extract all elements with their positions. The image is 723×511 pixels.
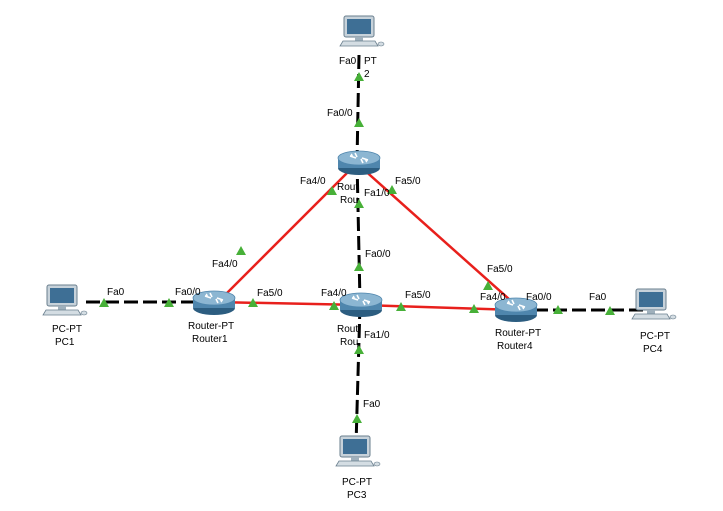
link-up-indicator: [354, 345, 364, 354]
link-up-indicator: [354, 72, 364, 81]
port-label-router3-fa1-0: Fa1/0: [364, 330, 390, 341]
port-label-router4-fa5-0: Fa5/0: [487, 264, 513, 275]
pc2[interactable]: PT 2: [339, 15, 385, 80]
port-label-router3-fa0-0: Fa0/0: [365, 249, 391, 260]
link-up-indicator: [354, 262, 364, 271]
link-router1-router3[interactable]: [213, 300, 363, 307]
port-label-router3-fa5-0: Fa5/0: [405, 290, 431, 301]
link-up-indicator: [483, 281, 493, 290]
port-label-router4-fa4-0: Fa4/0: [480, 292, 506, 303]
port-label-router4-fa0-0: Fa0/0: [526, 292, 552, 303]
pc3-name-label: PC3: [347, 490, 367, 501]
link-router3-router4[interactable]: [361, 303, 516, 312]
port-label-pc3-fa0: Fa0: [363, 399, 381, 410]
pc3-model-label: PC-PT: [342, 477, 372, 488]
pc4-name-label: PC4: [643, 344, 663, 355]
link-up-indicator: [329, 301, 339, 310]
pc4[interactable]: PC-PT PC4: [631, 288, 677, 355]
pc1-name-label: PC1: [55, 337, 75, 348]
router-icon: [337, 150, 381, 176]
router3-model-label: Rout: [337, 324, 358, 335]
pc-icon: [631, 288, 677, 320]
router3-name-label: Rou: [340, 337, 358, 348]
pc1-model-label: PC-PT: [52, 324, 82, 335]
links-layer: [86, 54, 644, 446]
pc2-name-label: 2: [364, 69, 370, 80]
port-labels-layer: Fa0 Fa0/0 Fa5/0 Fa4/0 Fa4/0 Fa4/0 Fa1/0 …: [107, 56, 607, 410]
link-up-indicator: [327, 186, 337, 195]
link-up-indicator: [469, 304, 479, 313]
router3[interactable]: Rout Rou: [337, 292, 383, 348]
link-up-indicator: [387, 185, 397, 194]
router2-name-label: Rou: [340, 195, 358, 206]
router4-model-label: Router-PT: [495, 328, 541, 339]
link-up-indicator: [354, 199, 364, 208]
pc-icon: [335, 435, 381, 467]
port-label-router1-fa0-0: Fa0/0: [175, 287, 201, 298]
router4[interactable]: Router-PT Router4: [494, 297, 541, 352]
router2[interactable]: Rout Rou: [337, 150, 381, 206]
router1-name-label: Router1: [192, 334, 228, 345]
router2-model-label: Rout: [337, 182, 358, 193]
pc-icon: [42, 284, 88, 316]
port-label-router2-fa1-0: Fa1/0: [364, 188, 390, 199]
pc3[interactable]: PC-PT PC3: [335, 435, 381, 501]
port-label-router1-fa4-0: Fa4/0: [212, 259, 238, 270]
link-up-indicator: [164, 298, 174, 307]
link-up-indicator: [236, 246, 246, 255]
port-label-router3-fa4-0: Fa4/0: [321, 288, 347, 299]
port-label-router2-fa5-0: Fa5/0: [395, 176, 421, 187]
pc2-model-label: PT: [364, 56, 377, 67]
port-label-router2-fa0-0: Fa0/0: [327, 108, 353, 119]
router1-model-label: Router-PT: [188, 321, 234, 332]
link-router2-router4[interactable]: [361, 167, 511, 301]
port-label-router1-fa5-0: Fa5/0: [257, 288, 283, 299]
pc1[interactable]: PC-PT PC1: [42, 284, 88, 348]
link-up-indicator: [352, 414, 362, 423]
link-router1-router2[interactable]: [223, 167, 353, 297]
link-up-indicator: [605, 306, 615, 315]
link-up-indicator: [99, 298, 109, 307]
link-pc2-router2[interactable]: [355, 54, 361, 163]
router1[interactable]: Router-PT Router1: [188, 290, 236, 345]
link-up-indicator: [553, 305, 563, 314]
link-indicators-layer: [99, 72, 615, 423]
port-label-pc4-fa0: Fa0: [589, 292, 607, 303]
link-router2-router3[interactable]: [355, 159, 362, 303]
pc4-model-label: PC-PT: [640, 331, 670, 342]
link-up-indicator: [354, 118, 364, 127]
link-up-indicator: [248, 298, 258, 307]
port-label-pc1-fa0: Fa0: [107, 287, 125, 298]
port-label-pc2-fa0: Fa0: [339, 56, 357, 67]
pc-icon: [339, 15, 385, 47]
link-up-indicator: [396, 302, 406, 311]
port-label-router2-fa4-0: Fa4/0: [300, 176, 326, 187]
router4-name-label: Router4: [497, 341, 533, 352]
